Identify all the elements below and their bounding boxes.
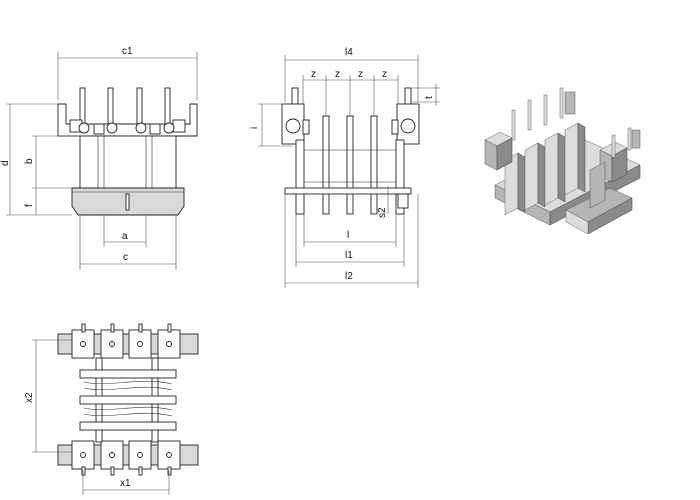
label-l1: l1 [345,250,353,261]
isometric-view [484,87,641,235]
flange [370,115,378,215]
label-a: a [122,231,128,242]
front-view: c1 d b [0,46,198,270]
flange [322,115,330,215]
flange-bottom [79,421,177,431]
label-x1: x1 [120,478,131,489]
label-z: z [358,69,363,80]
label-l2: l2 [345,271,353,282]
flange-mid [79,395,177,405]
label-s2: s2 [377,207,388,218]
bobbin-body [79,135,177,189]
bottom-view: x2 x1 [24,323,199,495]
pin [164,87,171,129]
label-b: b [24,158,35,164]
label-z: z [335,69,340,80]
side-base [284,187,412,195]
pin [136,87,143,129]
label-z: z [311,69,316,80]
label-l: l [347,230,349,241]
label-l4: l4 [345,47,353,58]
pin [107,87,114,129]
label-i: i [249,127,260,129]
label-c: c [123,252,128,263]
flange-top [79,369,177,379]
label-x2: x2 [24,392,35,403]
label-f: f [24,204,35,207]
label-c1: c1 [122,46,133,57]
side-view: l4 z z z z t i [249,47,440,288]
label-z: z [382,69,387,80]
flange [346,115,354,215]
label-d: d [0,160,11,166]
label-t: t [424,96,435,99]
